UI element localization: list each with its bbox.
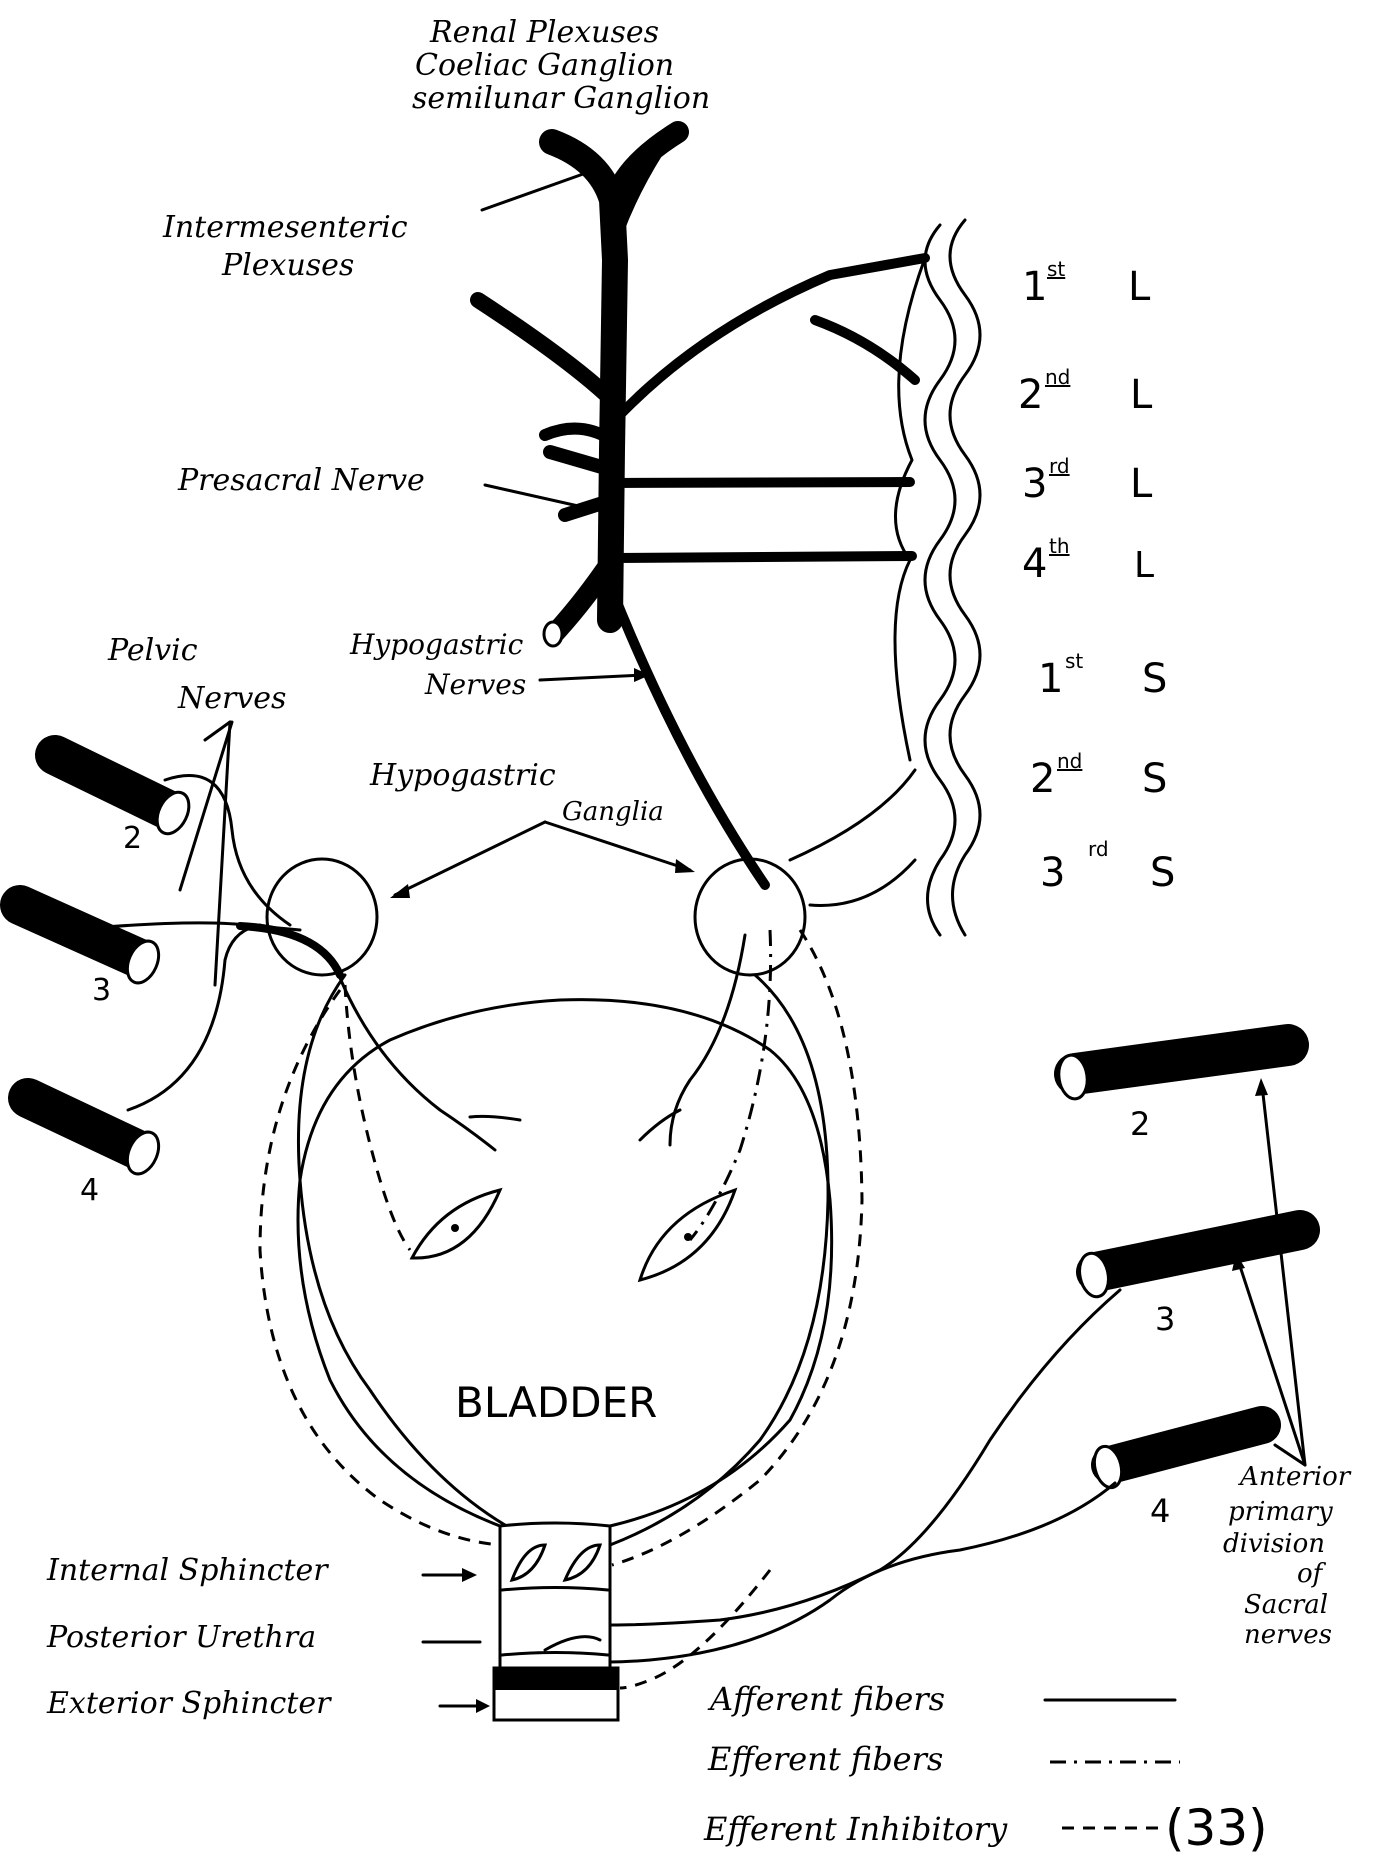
svg-text:1: 1 <box>1022 264 1047 310</box>
internal-sphincter-arrowhead <box>462 1568 477 1582</box>
segment-3rd-sacral: 3 rd S <box>1040 837 1175 896</box>
segment-4th-lumbar: 4 th L <box>1022 534 1154 587</box>
pudendal-efferent <box>620 1570 770 1688</box>
left-root-2: 2 <box>55 755 195 856</box>
posterior-urethra-label: Posterior Urethra <box>46 1620 316 1655</box>
smooth-muscle-cell-left <box>412 1190 500 1258</box>
pelvic-nerves-label-line1: Pelvic <box>107 633 198 668</box>
svg-text:3: 3 <box>1155 1300 1175 1338</box>
svg-text:L: L <box>1128 264 1151 310</box>
svg-text:nd: nd <box>1057 749 1082 773</box>
legend-afferent-label: Afferent fibers <box>707 1680 945 1718</box>
coeliac-ganglion-label: Coeliac Ganglion <box>415 48 674 83</box>
urethra <box>494 1523 618 1720</box>
presacral-nerve-label: Presacral Nerve <box>177 463 425 498</box>
afferent-left-into-bladder <box>340 978 495 1150</box>
svg-text:nerves: nerves <box>1244 1620 1332 1650</box>
internal-sphincter-label: Internal Sphincter <box>46 1553 329 1588</box>
exterior-sphincter-label: Exterior Sphincter <box>46 1686 332 1721</box>
lumbar-connection-loop <box>895 258 925 760</box>
left-root-3: 3 <box>20 905 165 1008</box>
legend-inhibitory-label: Efferent Inhibitory <box>703 1810 1008 1848</box>
svg-text:Sacral: Sacral <box>1244 1590 1328 1620</box>
right-root-3: 3 <box>1076 1230 1300 1338</box>
sacral-ganglion-loop <box>790 770 915 860</box>
svg-text:2: 2 <box>1018 372 1043 418</box>
pelvic-trunk <box>240 926 340 975</box>
svg-text:st: st <box>1047 257 1065 281</box>
efferent-inhibitory-left-outer <box>260 990 500 1545</box>
sacral-connection-loop <box>810 860 915 905</box>
svg-text:4: 4 <box>1022 541 1047 587</box>
svg-text:L: L <box>1130 461 1153 507</box>
segment-2nd-sacral: 2 nd S <box>1030 749 1167 802</box>
right-hypogastric-ganglion <box>695 859 805 975</box>
pelvic-arrow-2 <box>215 722 230 985</box>
afferent-right-outer <box>610 975 828 1545</box>
svg-text:2: 2 <box>1030 756 1055 802</box>
afferent-right-twig <box>640 1110 680 1140</box>
segment-1st-lumbar: 1 st L <box>1022 257 1151 310</box>
svg-text:S: S <box>1142 756 1167 802</box>
svg-text:L: L <box>1130 372 1153 418</box>
hypogastric-nerves-label-line2: Nerves <box>424 668 526 701</box>
exterior-sphincter-arrowhead <box>476 1699 490 1713</box>
svg-text:Anterior: Anterior <box>1238 1462 1352 1492</box>
renal-plexuses-label: Renal Plexuses <box>429 15 659 50</box>
pelvic-nerves-label-line2: Nerves <box>177 681 286 716</box>
efferent-inhibitory-left <box>345 985 410 1250</box>
segment-2nd-lumbar: 2 nd L <box>1018 365 1153 418</box>
segment-1st-sacral: 1 st S <box>1038 649 1167 702</box>
svg-text:L: L <box>1134 545 1154 586</box>
svg-text:rd: rd <box>1049 454 1070 478</box>
pudendal-afferent-from-4 <box>610 1483 1115 1662</box>
afferent-left-outer <box>298 975 505 1525</box>
left-hypogastric-ganglion <box>267 859 377 975</box>
right-root-2: 2 <box>1056 1045 1288 1143</box>
svg-text:1: 1 <box>1038 656 1063 702</box>
hypogastric-nerves-arrow <box>540 675 645 680</box>
anterior-arrowhead-root2 <box>1255 1078 1268 1096</box>
anterior-primary-division-label: Anterior primary division of Sacral nerv… <box>1223 1462 1352 1650</box>
ganglia-arrowhead-left <box>390 884 410 898</box>
svg-text:of: of <box>1297 1559 1327 1589</box>
svg-text:st: st <box>1065 649 1083 673</box>
svg-text:4: 4 <box>80 1173 99 1208</box>
legend-efferent-label: Efferent fibers <box>707 1740 943 1778</box>
svg-text:2: 2 <box>123 821 142 856</box>
svg-text:nd: nd <box>1045 365 1070 389</box>
semilunar-ganglion-label: semilunar Ganglion <box>412 81 710 116</box>
left-root-4: 4 <box>28 1098 165 1208</box>
svg-text:rd: rd <box>1088 837 1109 861</box>
svg-text:S: S <box>1142 656 1167 702</box>
hypogastric-ganglia-label-line1: Hypogastric <box>369 758 556 793</box>
hypogastric-ganglia-label-line2: Ganglia <box>562 797 664 827</box>
ganglia-arrow-left <box>395 822 545 895</box>
legend: Afferent fibers Efferent fibers Efferent… <box>703 1680 1180 1848</box>
svg-text:3: 3 <box>92 973 111 1008</box>
segment-3rd-lumbar: 3 rd L <box>1022 454 1153 507</box>
ganglia-arrow-right <box>545 822 690 870</box>
ganglia-arrowhead-right <box>675 859 695 873</box>
bladder-wall <box>298 1000 832 1526</box>
hypogastric-nerves-label-line1: Hypogastric <box>349 628 524 661</box>
afferent-left-twig <box>470 1116 520 1120</box>
intermesenteric-label: Intermesenteric <box>162 210 408 245</box>
svg-text:2: 2 <box>1130 1105 1150 1143</box>
afferent-right-into-bladder <box>670 935 745 1145</box>
segment-labels: 1 st L 2 nd L 3 rd L 4 th L 1 st S 2 nd … <box>1018 257 1175 896</box>
pudendal-afferent-from-3 <box>612 1290 1120 1625</box>
svg-text:th: th <box>1049 534 1070 558</box>
svg-text:S: S <box>1150 850 1175 896</box>
figure-number: (33) <box>1165 1799 1268 1857</box>
svg-text:3: 3 <box>1040 850 1065 896</box>
bladder-label: BLADDER <box>455 1378 657 1427</box>
plexuses-label: Plexuses <box>221 248 354 283</box>
svg-text:primary: primary <box>1228 1497 1333 1527</box>
svg-text:division: division <box>1223 1529 1325 1559</box>
svg-text:4: 4 <box>1150 1492 1170 1530</box>
svg-text:3: 3 <box>1022 461 1047 507</box>
